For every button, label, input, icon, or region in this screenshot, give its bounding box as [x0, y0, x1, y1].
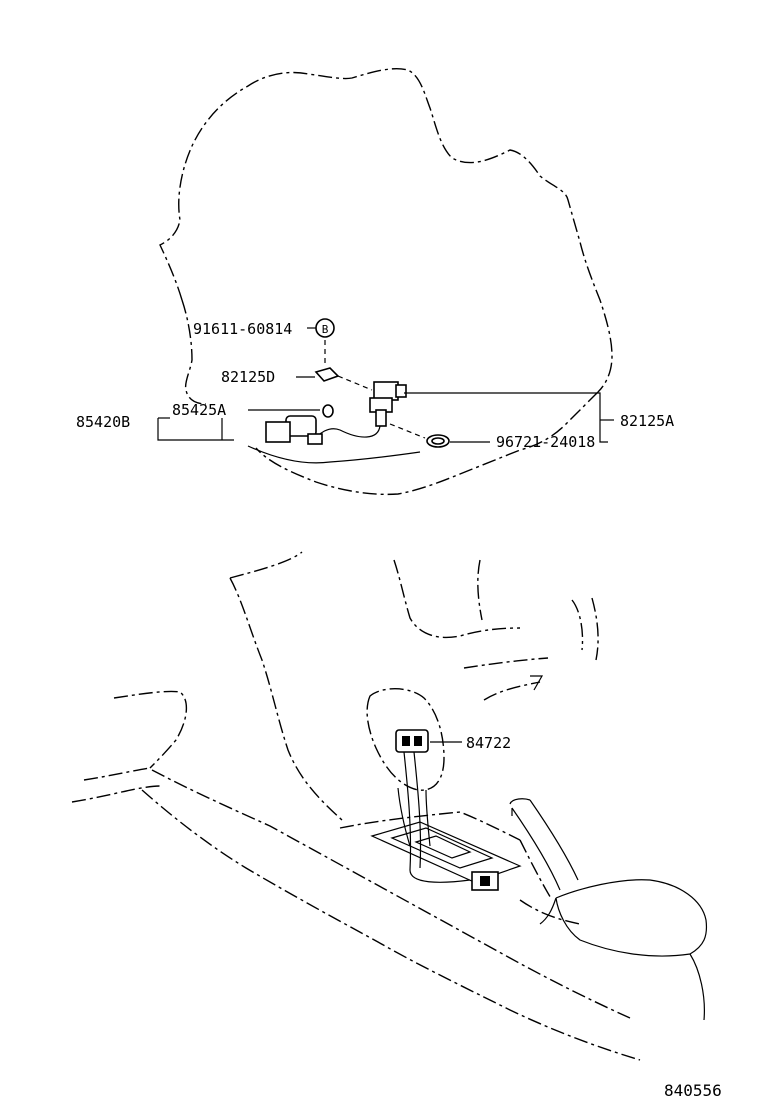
bolt-letter: B [322, 323, 329, 336]
label-85420b: 85420B [76, 413, 130, 431]
label-85425a: 85425A [172, 401, 226, 419]
label-91611: 91611-60814 [193, 320, 292, 338]
shift-knob-switch-84722 [395, 729, 499, 891]
transmission-housing-outline [159, 68, 613, 496]
console-body [141, 769, 641, 1061]
catalog-number: 840556 [664, 1081, 722, 1100]
speed-sensor-82125a [311, 381, 407, 445]
label-96721: 96721-24018 [496, 433, 595, 451]
washer-82125d [314, 367, 340, 382]
armrest [539, 879, 708, 1021]
label-82125a: 82125A [620, 412, 674, 430]
seat-right-outline [229, 551, 599, 821]
seat-left-outline [71, 690, 187, 803]
o-ring-96721 [426, 434, 450, 448]
bolt-91611: B [315, 318, 335, 338]
parking-brake-lever [509, 798, 579, 891]
label-84722: 84722 [466, 734, 511, 752]
solenoid-85425a [265, 404, 334, 445]
shift-lever [366, 688, 445, 847]
label-82125d: 82125D [221, 368, 275, 386]
